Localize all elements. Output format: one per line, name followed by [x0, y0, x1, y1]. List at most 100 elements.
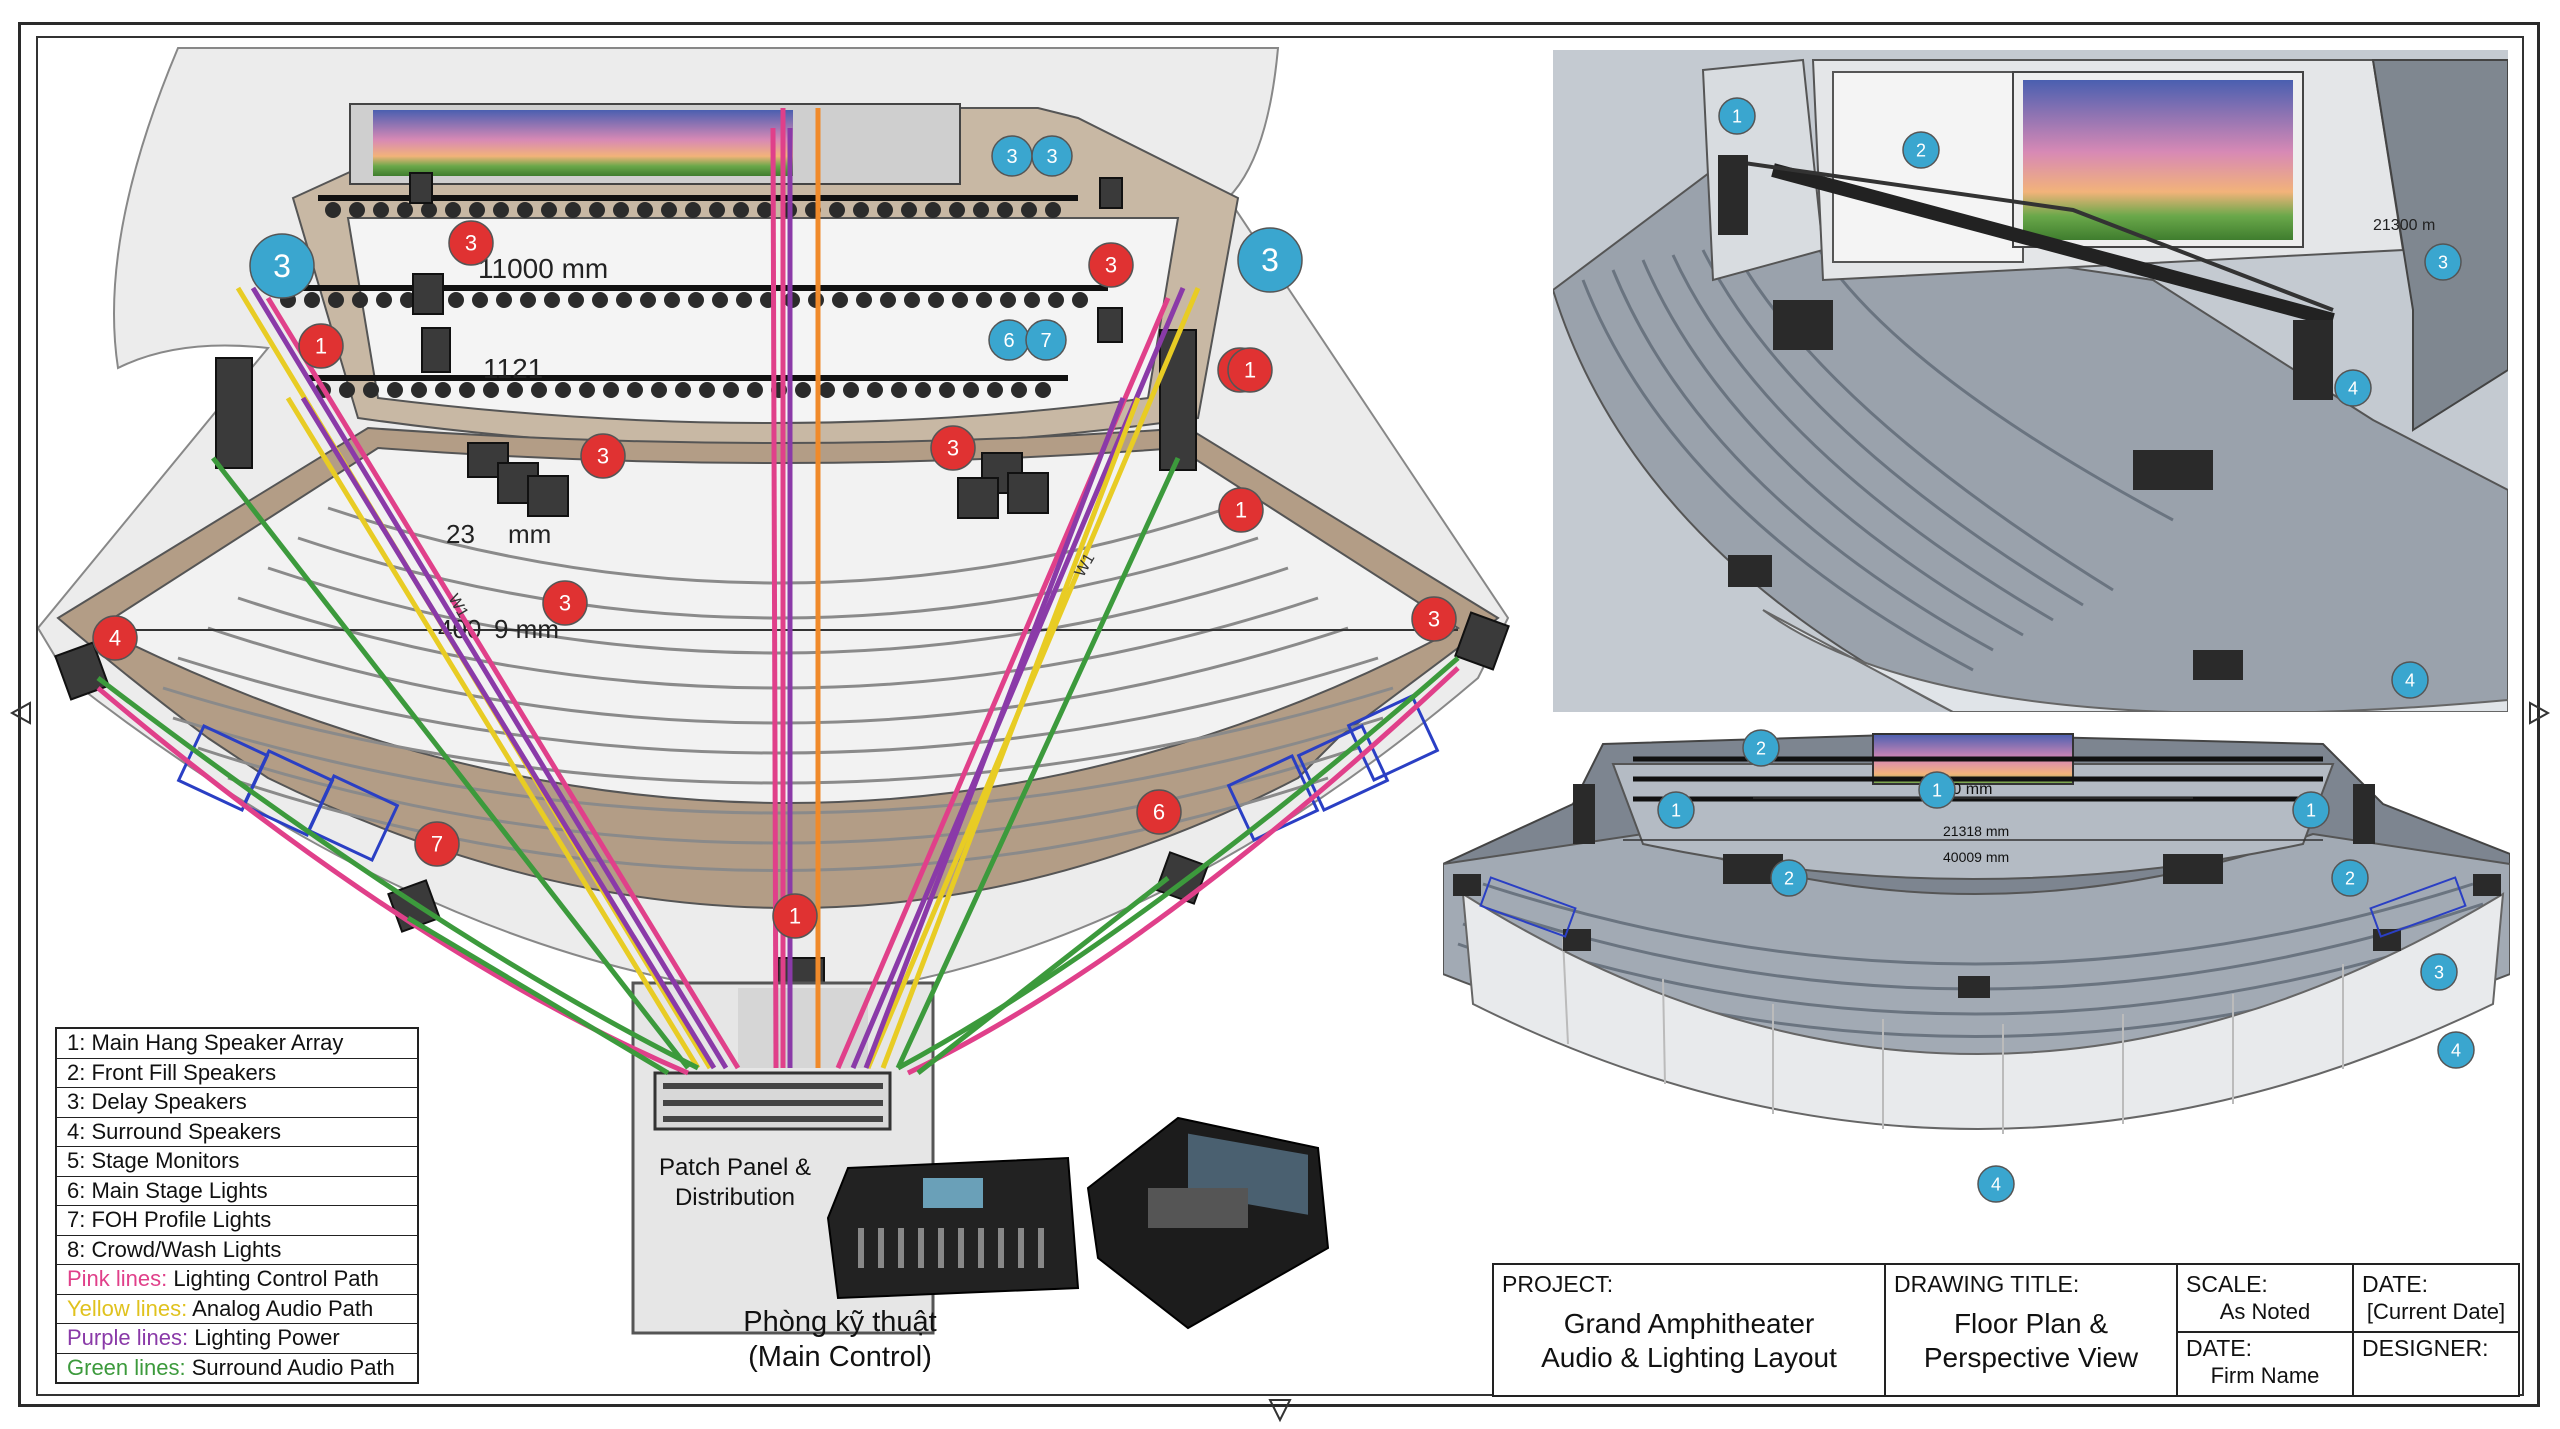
- lighting-console: [1086, 1116, 1330, 1330]
- light-fixture: [853, 202, 869, 218]
- marker-circle: [1977, 1165, 2015, 1203]
- marker-label: 1: [315, 334, 327, 359]
- legend-key: 4:: [67, 1118, 86, 1144]
- tb-drawing-value: Floor Plan & Perspective View: [1923, 1308, 2139, 1373]
- legend-row: 3: Delay Speakers: [57, 1088, 417, 1118]
- light-fixture: [637, 202, 653, 218]
- light-fixture: [1021, 202, 1037, 218]
- light-fixture: [544, 292, 560, 308]
- marker-circle: [249, 233, 315, 299]
- legend-key: 8:: [67, 1236, 86, 1262]
- marker: 3: [930, 425, 976, 471]
- marker-label: 1: [1932, 780, 1942, 800]
- tb-scale-label: SCALE:: [2186, 1271, 2268, 1297]
- legend-text: Crowd/Wash Lights: [85, 1236, 282, 1262]
- light-fixture: [373, 202, 389, 218]
- marker-circle: [2420, 953, 2458, 991]
- marker-label: 3: [1428, 607, 1440, 632]
- legend-row: 7: FOH Profile Lights: [57, 1206, 417, 1236]
- marker-label: 1: [2306, 800, 2316, 820]
- dim-mid: 1121: [483, 353, 543, 384]
- marker-label: 3: [559, 591, 571, 616]
- persp-bot-dim-mid: 21318 mm: [1943, 823, 2009, 839]
- marker: 4: [2391, 661, 2429, 699]
- cable-path: [896, 656, 1460, 1071]
- light-fixture: [1011, 382, 1027, 398]
- legend-key: Green lines:: [67, 1354, 186, 1380]
- marker-circle: [1136, 789, 1182, 835]
- marker-label: 4: [2451, 1040, 2461, 1060]
- cable-path: [285, 396, 701, 1070]
- marker: 1: [772, 893, 818, 939]
- legend-text: Analog Audio Path: [187, 1295, 374, 1321]
- seating-area: [95, 446, 1460, 804]
- light-fixture: [328, 292, 344, 308]
- tb-project-label: PROJECT:: [1502, 1271, 1614, 1297]
- legend-key: Yellow lines:: [67, 1295, 188, 1321]
- light-fixture: [1035, 382, 1051, 398]
- marker-circle: [1227, 347, 1273, 393]
- cable-path: [916, 876, 1170, 1075]
- marker-label: 1: [1671, 800, 1681, 820]
- light-fixture: [877, 202, 893, 218]
- light-fixture: [397, 202, 413, 218]
- marker: 3: [2420, 953, 2458, 991]
- persp-bot-surround-clusters: [1479, 876, 2467, 938]
- light-fixture: [531, 382, 547, 398]
- cable-path: [96, 676, 700, 1071]
- marker-label: 3: [2434, 962, 2444, 982]
- control-room-label: Phòng kỹ thuật (Main Control): [640, 1305, 1040, 1375]
- light-fixture: [829, 202, 845, 218]
- marker-label: 3: [947, 436, 959, 461]
- tb-project: PROJECT: Grand Amphitheater Audio & Ligh…: [1494, 1265, 1886, 1395]
- light-fixture: [733, 202, 749, 218]
- legend-key: 5:: [67, 1148, 86, 1173]
- light-fixture: [387, 382, 403, 398]
- marker-label: 2: [1756, 738, 1766, 758]
- marker: 3: [249, 233, 315, 299]
- marker: 1: [1227, 347, 1273, 393]
- marker-label: 3: [1105, 253, 1117, 278]
- marker-label: 4: [2348, 378, 2358, 398]
- marker: 4: [2437, 1031, 2475, 1069]
- legend-key: 3:: [67, 1089, 86, 1114]
- marker: 1: [1918, 771, 1956, 809]
- cable-path: [863, 397, 1126, 1069]
- legend-row: Green lines: Surround Audio Path: [57, 1354, 417, 1383]
- floor-plan: 11000 mm 1121 23 mm 400 9 mm: [38, 47, 1510, 1335]
- light-fixture: [747, 382, 763, 398]
- light-fixture: [709, 202, 725, 218]
- light-fixture: [579, 382, 595, 398]
- marker-circle: [448, 220, 494, 266]
- legend-row: 4: Surround Speakers: [57, 1118, 417, 1147]
- light-fixture: [483, 382, 499, 398]
- dim-inner-arc: 23: [446, 519, 475, 549]
- mixing-console: [826, 1156, 1080, 1300]
- marker-circle: [930, 425, 976, 471]
- marker-label: 1: [1244, 358, 1256, 383]
- dim-inner-arc-tail: mm: [508, 519, 551, 549]
- cable-path: [211, 456, 690, 1070]
- legend-key: 2:: [67, 1059, 86, 1085]
- tb-project-value: Grand Amphitheater Audio & Lighting Layo…: [1541, 1308, 1837, 1373]
- cable-path: [406, 915, 670, 1076]
- light-fixture: [435, 382, 451, 398]
- light-fixture: [472, 292, 488, 308]
- speakers: [54, 172, 1510, 993]
- control-room-line1: Phòng kỹ thuật: [743, 1306, 937, 1338]
- marker-label: 3: [465, 231, 477, 256]
- patch-panel-ports: [663, 1083, 883, 1122]
- marker: 3: [991, 135, 1033, 177]
- light-fixture: [688, 292, 704, 308]
- legend-row: 6: Main Stage Lights: [57, 1177, 417, 1206]
- light-fixture: [1072, 292, 1088, 308]
- legend-key: 6:: [67, 1177, 86, 1203]
- light-fixture: [459, 382, 475, 398]
- light-fixture: [819, 382, 835, 398]
- marker: 3: [580, 433, 626, 479]
- persp-top-rows: [1581, 239, 2174, 672]
- marker-label: 1: [1732, 106, 1742, 126]
- tb-designer-label: DESIGNER:: [2362, 1335, 2489, 1361]
- marker: 1: [1718, 97, 1756, 135]
